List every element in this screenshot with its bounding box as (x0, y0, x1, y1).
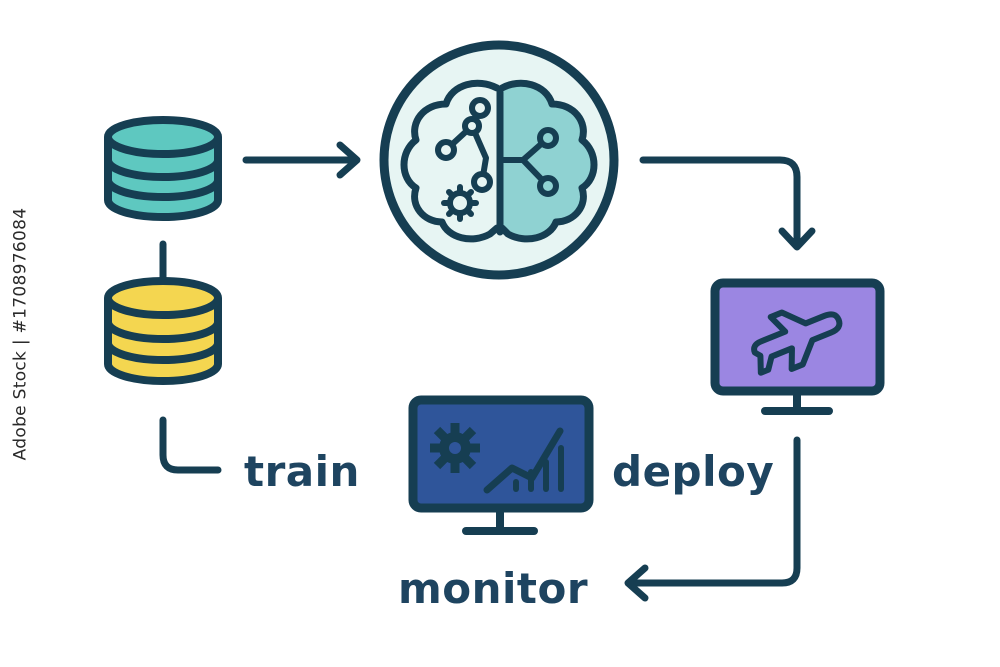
stock-id-text: Adobe Stock | #1708976084 (10, 207, 31, 460)
database-icon-yellow (104, 277, 222, 385)
label-deploy: deploy (612, 447, 775, 496)
deploy-monitor-icon (710, 278, 885, 415)
analytics-monitor-icon (408, 395, 594, 535)
connector-train-elbow (159, 416, 222, 474)
trend-line (483, 427, 564, 494)
label-train: train (244, 447, 360, 496)
arrow-to-monitor (624, 436, 801, 602)
brain-network-icon (379, 40, 619, 280)
database-icon-teal (104, 116, 222, 221)
arrow-to-brain (242, 141, 361, 179)
stock-id-watermark: Adobe Stock | #1708976084 (2, 0, 38, 667)
gear-icon-small (441, 184, 479, 222)
arrow-to-deploy (639, 156, 816, 251)
gear-icon (430, 423, 480, 473)
label-monitor: monitor (398, 564, 589, 613)
airplane-icon (751, 309, 843, 376)
